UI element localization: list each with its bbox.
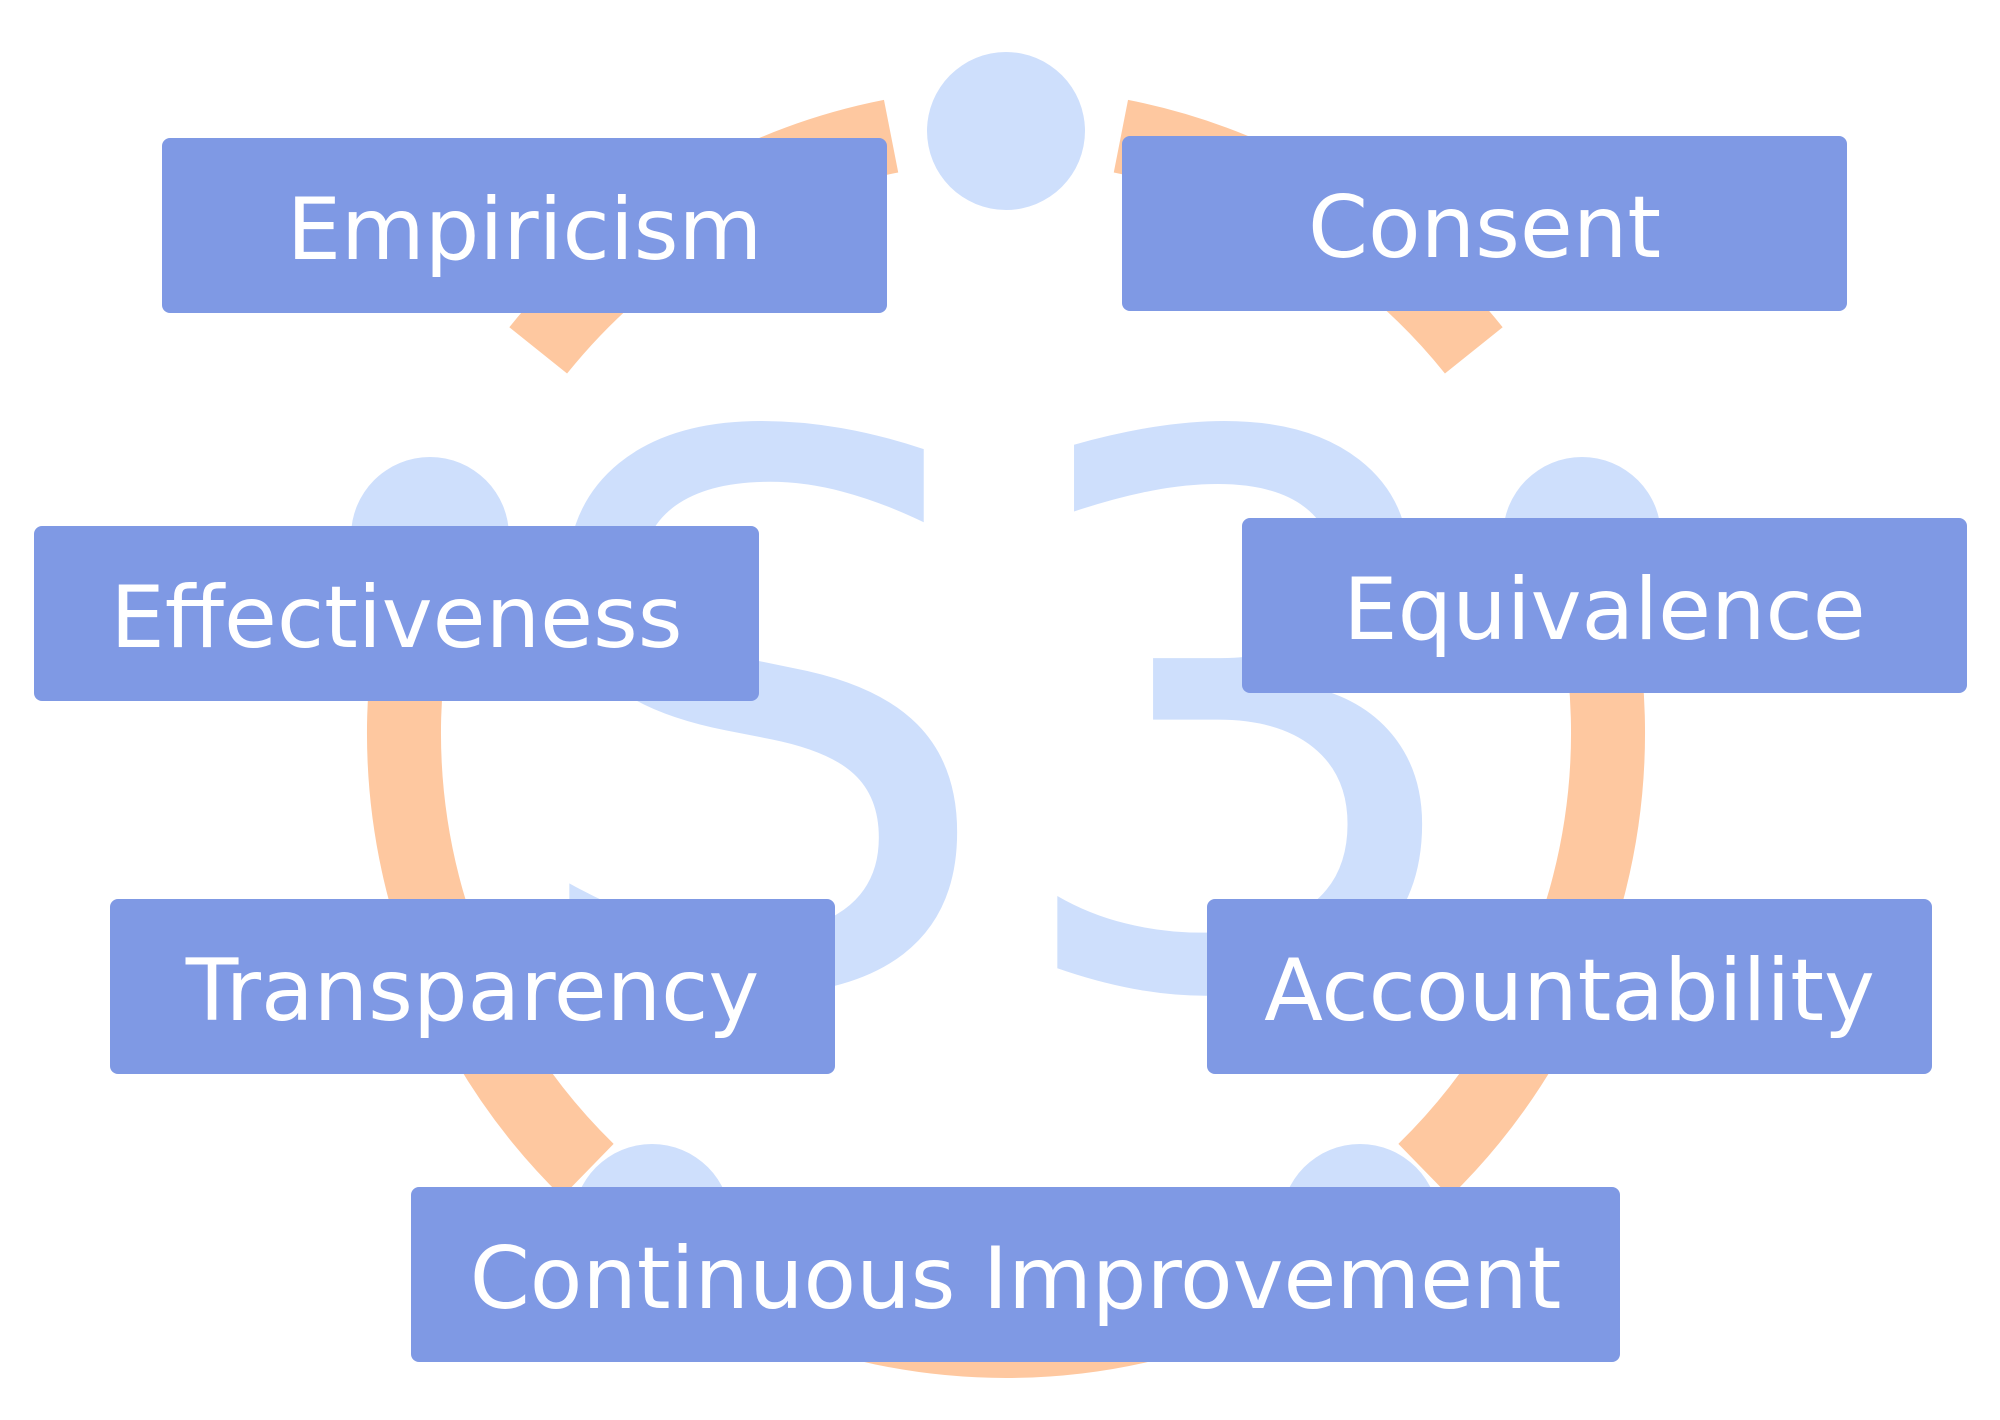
principle-accountability: Accountability — [1207, 899, 1932, 1074]
node-top — [927, 52, 1085, 210]
principle-label: Continuous Improvement — [469, 1228, 1562, 1329]
principle-label: Consent — [1307, 177, 1662, 278]
principle-label: Accountability — [1264, 940, 1875, 1041]
principle-label: Transparency — [185, 940, 760, 1041]
principle-effectiveness: Effectiveness — [34, 526, 759, 701]
principle-label: Empiricism — [286, 179, 763, 280]
principle-consent: Consent — [1122, 136, 1847, 311]
principle-empiricism: Empiricism — [162, 138, 887, 313]
principle-equivalence: Equivalence — [1242, 518, 1967, 693]
principle-continuous-improvement: Continuous Improvement — [411, 1187, 1620, 1362]
principle-label: Equivalence — [1343, 559, 1866, 660]
principle-label: Effectiveness — [110, 567, 683, 668]
principle-transparency: Transparency — [110, 899, 835, 1074]
